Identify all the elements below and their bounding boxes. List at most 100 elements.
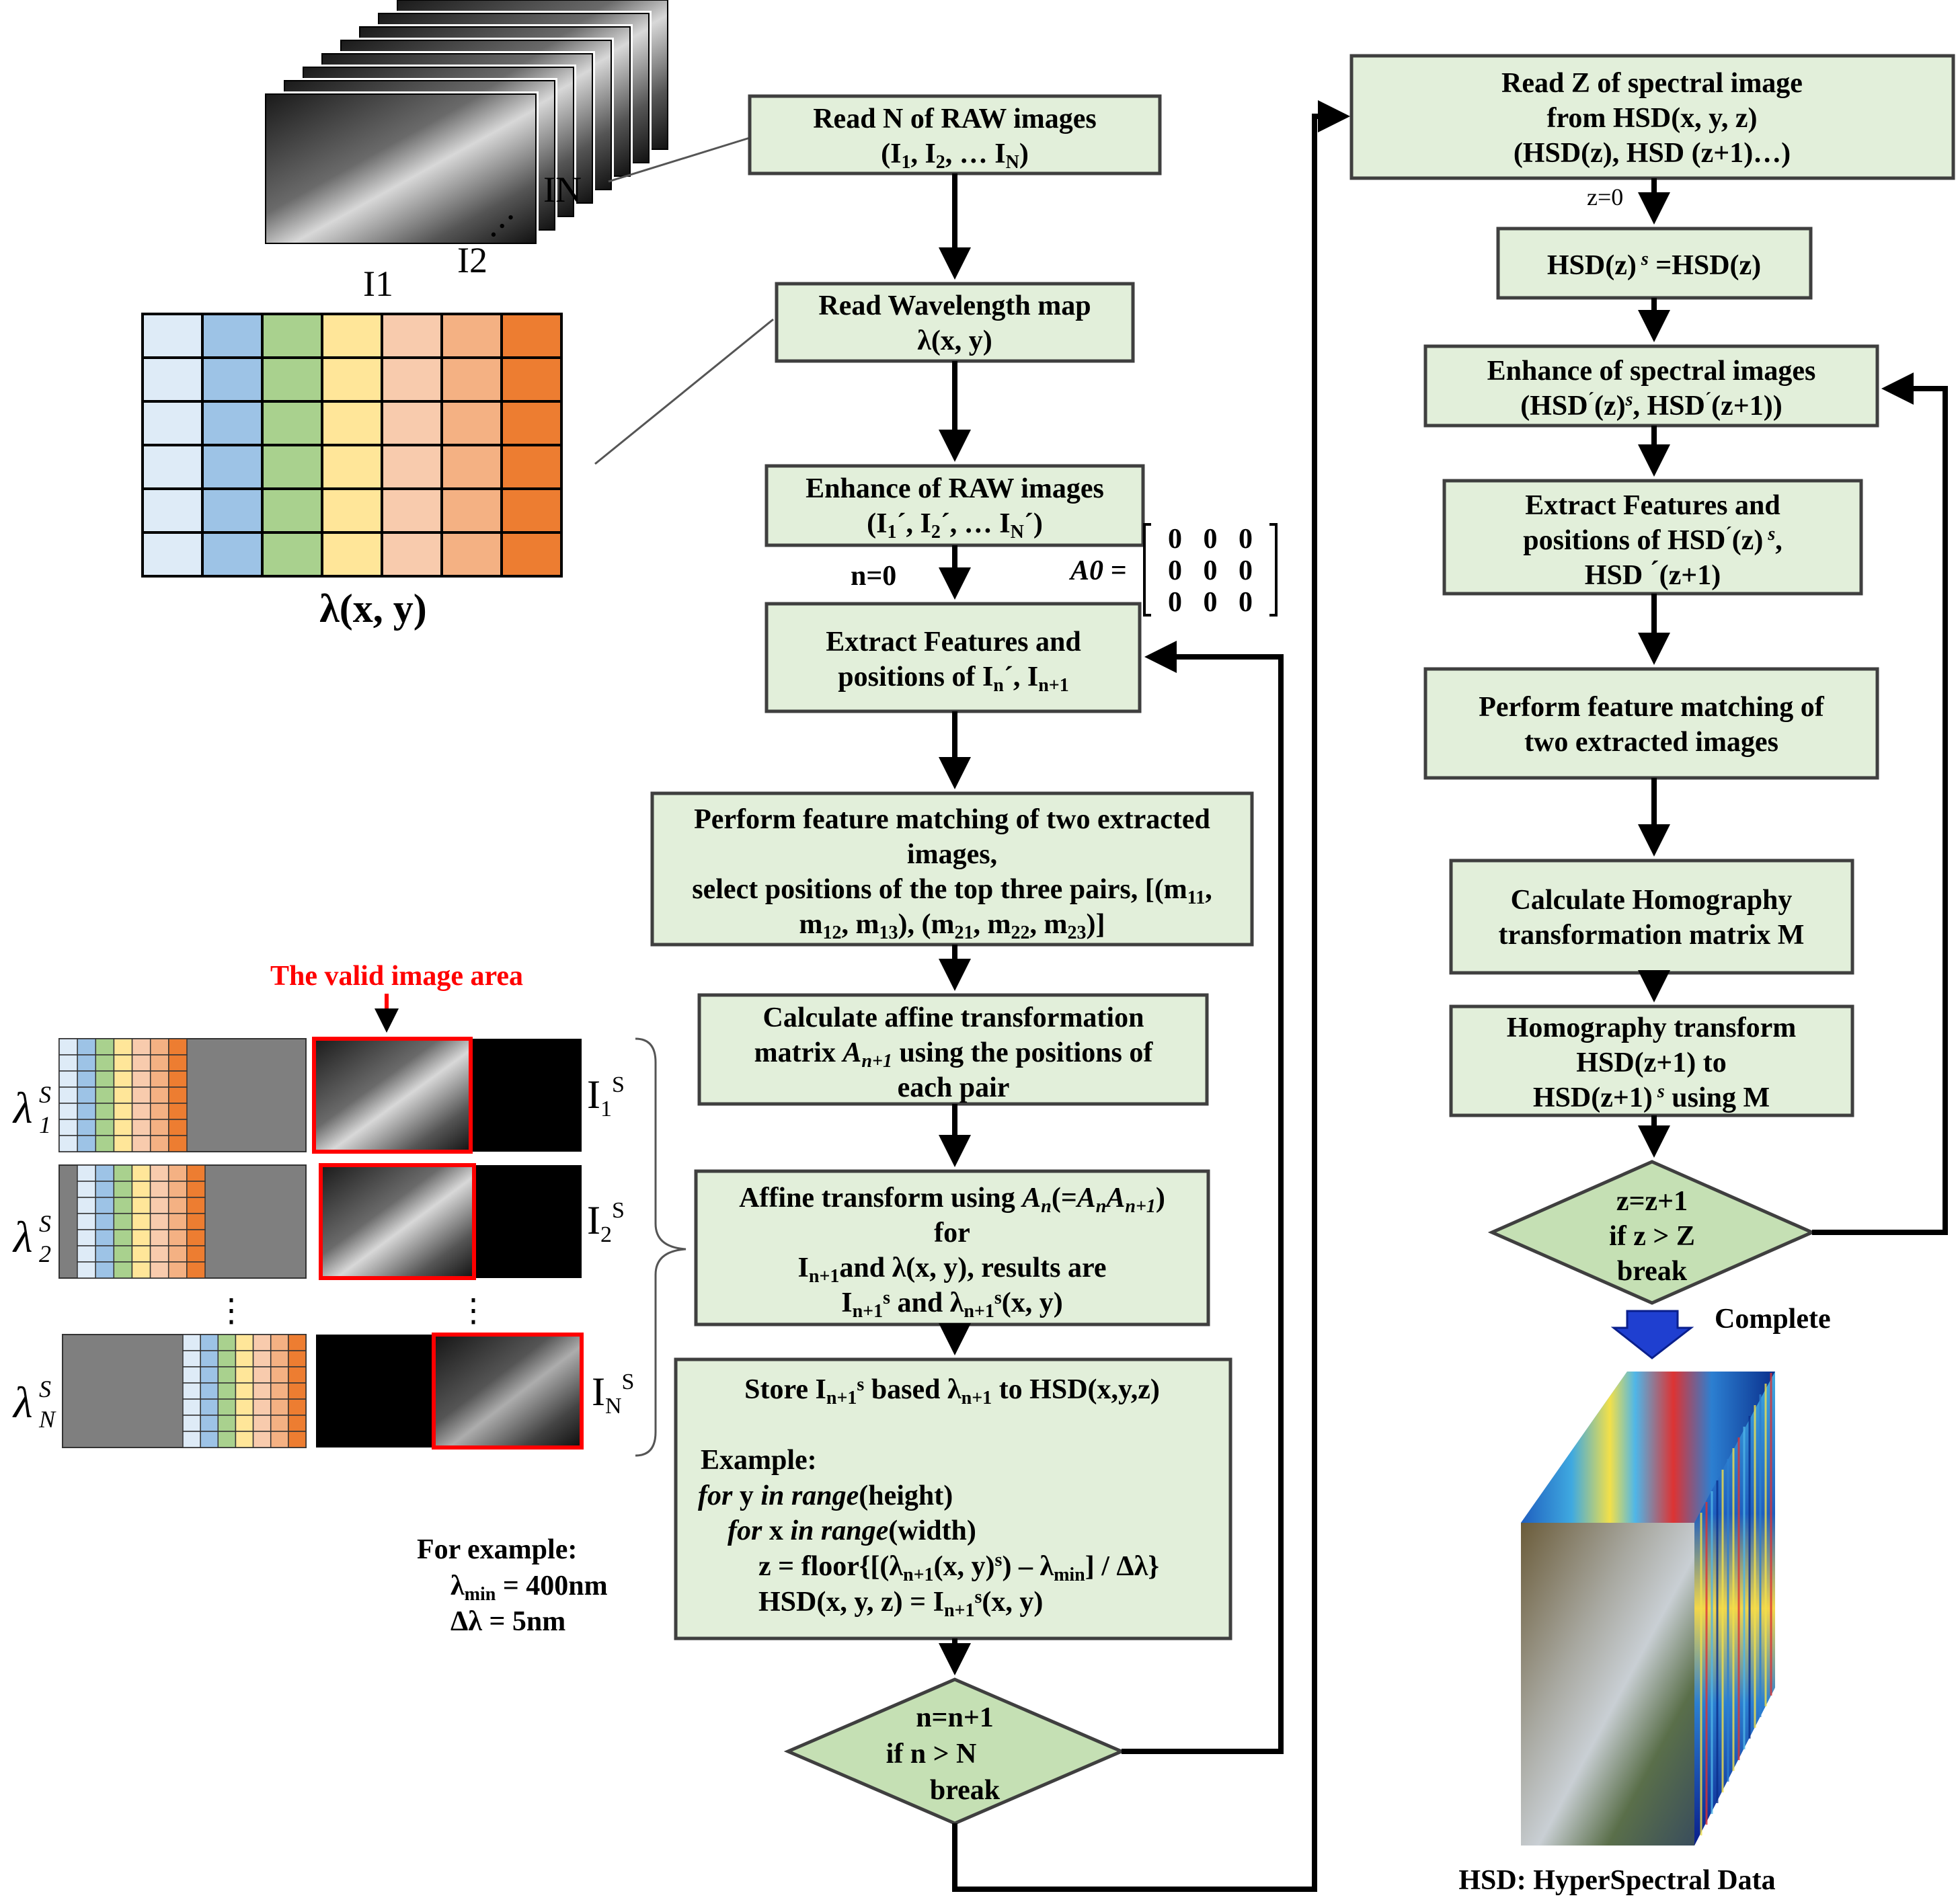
wavelength-cell — [141, 400, 204, 446]
box-affine-calc: Calculate affine transformation matrix A… — [697, 993, 1209, 1106]
image-label-N: INS — [592, 1370, 634, 1419]
wavelength-cell — [321, 531, 383, 578]
wavelength-cell — [381, 531, 443, 578]
box-homography-transform-line3: HSD(z+1) s using M — [1533, 1081, 1770, 1113]
box-homography-transform-line2: HSD(z+1) to — [1576, 1047, 1726, 1078]
decision-n-line3: break — [930, 1775, 1001, 1806]
box-match-right-line1: Perform feature matching of — [1479, 692, 1825, 723]
lambda-label-2: λ S 2 — [12, 1210, 51, 1267]
box-homography-transform: Homography transform HSD(z+1) to HSD(z+1… — [1449, 1004, 1854, 1117]
wavelength-cell — [440, 313, 503, 359]
svg-text:I1S: I1S — [587, 1072, 625, 1121]
complete-label: Complete — [1715, 1304, 1831, 1335]
box-enhance-raw-line2: (I1´, I2´, … IN´) — [867, 508, 1043, 543]
a0-matrix: A0 = 0 0 0 0 0 0 0 0 0 — [1068, 523, 1278, 618]
wavelength-cell — [201, 444, 264, 490]
wavelength-cell — [261, 487, 323, 534]
lambda-label-1: λ S 1 — [12, 1081, 51, 1138]
box-affine-calc-line1: Calculate affine transformation — [763, 1002, 1144, 1033]
box-match-left-line1: Perform feature matching of two extracte… — [694, 804, 1210, 835]
wavelength-cell — [381, 487, 443, 534]
decision-n-line2: if n > N — [886, 1739, 977, 1770]
connector-line-wavelength — [594, 318, 774, 465]
box-match-right-line2: two extracted images — [1524, 727, 1778, 758]
example-title: For example: — [417, 1534, 577, 1565]
wavelength-cell — [141, 531, 204, 578]
wavelength-map-caption: λ(x, y) — [319, 586, 426, 631]
wavelength-cell — [201, 356, 264, 403]
box-match-right: Perform feature matching of two extracte… — [1423, 667, 1879, 780]
image-label-1: I1S — [587, 1072, 625, 1121]
hsd-caption: HSD: HyperSpectral Data — [1458, 1865, 1775, 1896]
a0-label: A0 = — [1068, 555, 1126, 586]
box-read-z-line1: Read Z of spectral image — [1501, 68, 1803, 99]
a0-row-1: 0 0 0 — [1168, 524, 1253, 555]
decision-z-line2: if z > Z — [1609, 1221, 1695, 1252]
image-label-2: I2S — [587, 1198, 625, 1247]
wavelength-cell — [321, 313, 383, 359]
complete-arrow: Complete — [1610, 1304, 1831, 1359]
wavelength-cell — [261, 313, 323, 359]
wavelength-cell — [500, 313, 563, 359]
wavelength-cell — [321, 487, 383, 534]
box-enhance-spectral-line1: Enhance of spectral images — [1487, 356, 1816, 387]
svg-text:λ: λ — [12, 1213, 33, 1262]
box-read-z: Read Z of spectral image from HSD(x, y, … — [1349, 54, 1955, 180]
wavelength-cell — [500, 531, 563, 578]
wavelength-cell — [261, 356, 323, 403]
box-match-left: Perform feature matching of two extracte… — [650, 791, 1254, 947]
stack-label-last: IN — [543, 169, 582, 210]
box-read-raw: Read N of RAW images (I1, I2, … IN) — [748, 94, 1162, 175]
raw-image-stack: I1 I2 … IN — [263, 0, 670, 304]
wavelength-cell — [201, 531, 264, 578]
box-store-line1: Store In+1s based λn+1 to HSD(x,y,z) — [744, 1374, 1160, 1409]
box-affine-transform: Affine transform using An(=AnAn+1) for I… — [694, 1169, 1210, 1326]
wavelength-cell — [440, 531, 503, 578]
svg-text:S: S — [39, 1081, 51, 1108]
box-read-raw-line1: Read N of RAW images — [813, 104, 1097, 134]
box-read-z-line2: from HSD(x, y, z) — [1546, 103, 1757, 134]
box-affine-transform-line3: In+1and λ(x, y), results are — [798, 1253, 1107, 1287]
svg-text:λ: λ — [12, 1084, 33, 1133]
wavelength-cell — [141, 356, 204, 403]
wavelength-cell — [141, 487, 204, 534]
decision-z-line3: break — [1617, 1256, 1688, 1287]
lambda-label-N: λ S N — [12, 1376, 56, 1433]
connector-line-raw — [608, 136, 750, 183]
wavelength-cell — [201, 487, 264, 534]
svg-text:1: 1 — [39, 1111, 51, 1138]
svg-text:2: 2 — [39, 1240, 51, 1267]
wavelength-cell — [381, 400, 443, 446]
decision-n-loop: n=n+1 if n > N break — [783, 1677, 1126, 1825]
box-enhance-raw: Enhance of RAW images (I1´, I2´, … IN´) — [765, 464, 1145, 547]
wavelength-cell — [381, 356, 443, 403]
wavelength-cell — [321, 444, 383, 490]
raw-image-layer — [263, 91, 539, 246]
box-affine-calc-line3: each pair — [898, 1072, 1010, 1103]
box-affine-calc-line2: matrix An+1 using the positions of — [754, 1037, 1154, 1072]
box-read-wavelength-line1: Read Wavelength map — [818, 290, 1091, 321]
box-store-code1: for y in range(height) — [698, 1480, 953, 1511]
box-extract-right-line3: HSD ´(z+1) — [1585, 556, 1721, 591]
box-match-left-line3: select positions of the top three pairs,… — [692, 874, 1212, 908]
stack-label-second: I2 — [457, 240, 487, 280]
decision-z-loop: z=z+1 if z > Z break — [1487, 1160, 1817, 1305]
example-params: For example: λmin = 400nm Δλ = 5nm — [417, 1534, 608, 1637]
box-hsd-init: HSD(z) s =HSD(z) — [1496, 227, 1813, 300]
row-ellipsis-1: ⋮ — [215, 1293, 247, 1328]
wavelength-cell — [321, 356, 383, 403]
n-init-label: n=0 — [851, 561, 896, 592]
box-extract-right-line2: positions of HSD´(z) s, — [1523, 524, 1782, 556]
wavelength-cell — [440, 400, 503, 446]
wavelength-cell — [381, 313, 443, 359]
box-store-code3: z = floor{[(λn+1(x, y)s) – λmin] / Δλ} — [758, 1550, 1159, 1585]
valid-area-label: The valid image area — [270, 961, 523, 992]
box-extract-right: Extract Features and positions of HSD´(z… — [1442, 479, 1863, 596]
decision-n-line1: n=n+1 — [916, 1702, 994, 1733]
box-read-wavelength-line2: λ(x, y) — [917, 325, 992, 356]
wavelength-cell — [500, 444, 563, 490]
box-enhance-raw-line1: Enhance of RAW images — [806, 473, 1104, 504]
a0-row-2: 0 0 0 — [1168, 555, 1253, 586]
z-init-label: z=0 — [1587, 184, 1623, 210]
row-ellipsis-2: ⋮ — [457, 1293, 489, 1328]
